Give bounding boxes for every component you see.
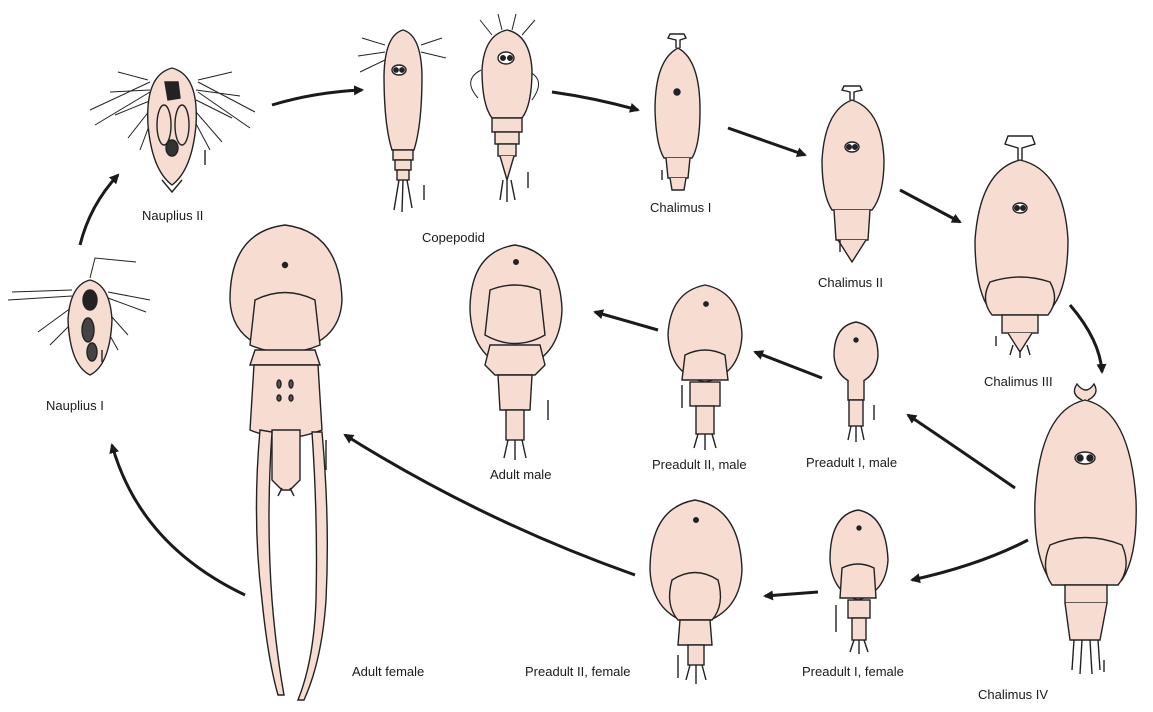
arrow-preadult1f-to-preadult2f [765,592,818,596]
arrow-nauplius1-to-nauplius2 [80,175,118,245]
arrow-chalimus2-to-chalimus3 [900,190,960,222]
arrow-adult-female-to-nauplius1 [112,445,245,595]
arrow-preadult2m-to-adult-male [595,312,658,330]
label-preadult-1-male: Preadult I, male [806,455,897,470]
preadult-2-male-organism [668,285,742,450]
label-chalimus-3: Chalimus III [984,374,1053,389]
arrow-chalimus4-to-preadult1-female [912,540,1028,580]
label-adult-male: Adult male [490,467,551,482]
copepodid-organism-1 [358,30,446,212]
arrow-chalimus1-to-chalimus2 [728,128,805,155]
arrow-chalimus3-to-chalimus4 [1070,305,1102,372]
label-adult-female: Adult female [352,664,424,679]
adult-male-organism [470,245,562,460]
chalimus-4-organism [1035,384,1136,674]
label-nauplius-1: Nauplius I [46,398,104,413]
adult-female-organism [230,225,342,700]
arrow-preadult2f-to-adult-female [345,435,635,575]
preadult-1-male-organism [834,322,878,442]
nauplius-2-organism [90,68,255,192]
preadult-2-female-organism [650,500,742,684]
label-copepodid: Copepodid [422,230,485,245]
label-nauplius-2: Nauplius II [142,208,203,223]
arrow-chalimus4-to-preadult1-male [908,415,1015,488]
arrow-preadult1m-to-preadult2m [755,352,822,378]
label-chalimus-4: Chalimus IV [978,687,1048,702]
label-preadult-1-female: Preadult I, female [802,664,904,679]
chalimus-1-organism [655,34,700,190]
chalimus-3-organism [975,136,1068,358]
label-chalimus-2: Chalimus II [818,275,883,290]
preadult-1-female-organism [830,510,888,654]
nauplius-1-organism [8,258,150,375]
label-preadult-2-male: Preadult II, male [652,457,747,472]
label-chalimus-1: Chalimus I [650,200,711,215]
arrow-nauplius2-to-copepodid [272,90,362,105]
chalimus-2-organism [822,86,884,262]
copepodid-organism-2 [471,14,539,202]
arrow-copepodid-to-chalimus1 [552,92,638,110]
label-preadult-2-female: Preadult II, female [525,664,631,679]
